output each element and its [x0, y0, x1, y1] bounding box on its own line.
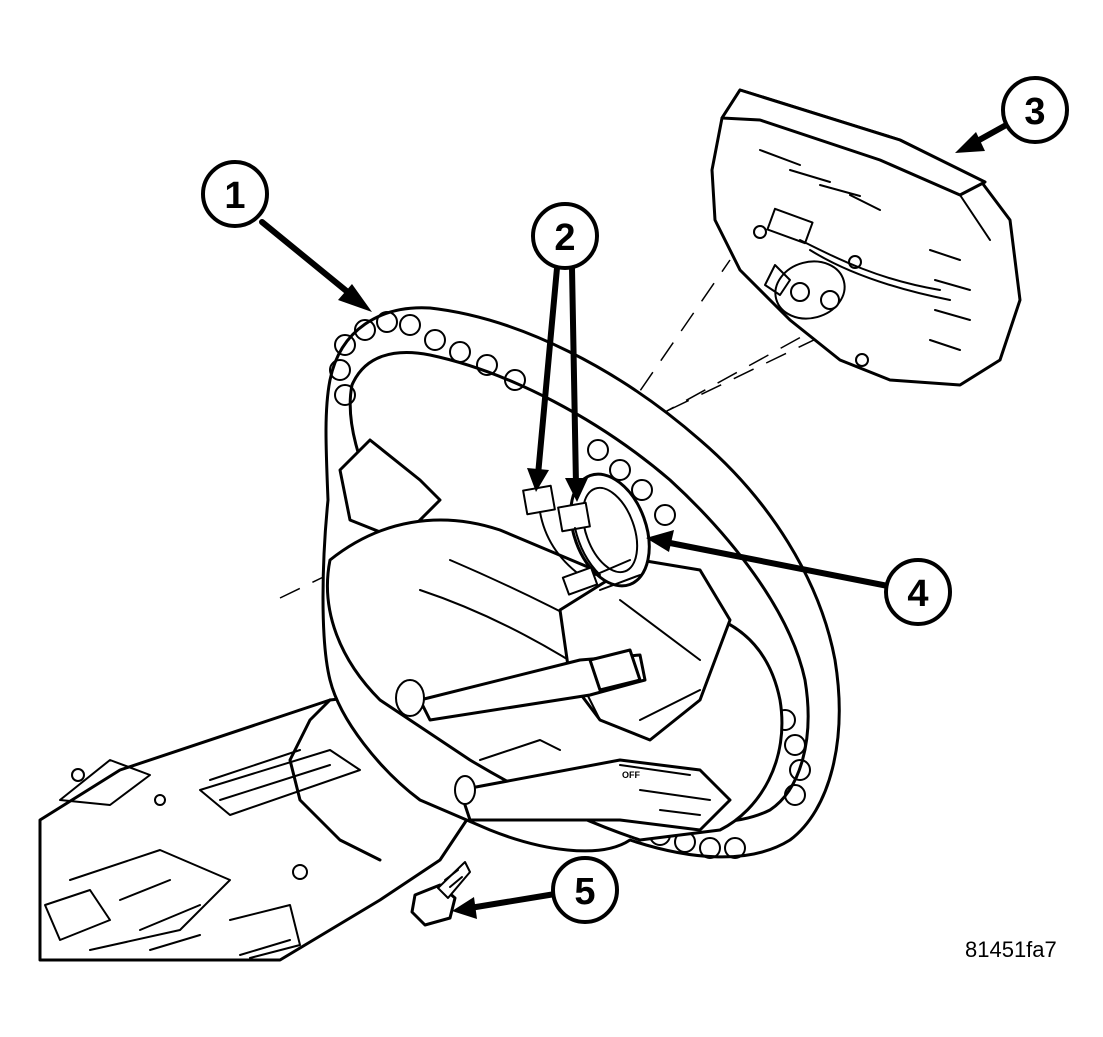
callout-2: 2 [527, 202, 599, 502]
callout-3: 3 [955, 76, 1069, 153]
callout-1: 1 [201, 160, 372, 312]
callout-5-label: 5 [574, 871, 595, 913]
switch-marking: OFF [622, 770, 640, 780]
figure-code: 81451fa7 [965, 937, 1057, 962]
clockspring-and-connectors [522, 472, 651, 596]
retaining-bolt [410, 861, 471, 927]
callout-4: 4 [646, 530, 952, 626]
callout-5: 5 [452, 856, 619, 924]
callout-1-label: 1 [224, 175, 245, 217]
callout-4-label: 4 [907, 573, 928, 615]
rim-grip-bumps [329, 311, 811, 859]
callout-2-label: 2 [554, 217, 575, 259]
callout-3-label: 3 [1024, 91, 1045, 133]
airbag-module [710, 88, 1022, 387]
steering-column [38, 688, 482, 962]
switch-stalks: OFF [395, 648, 732, 832]
